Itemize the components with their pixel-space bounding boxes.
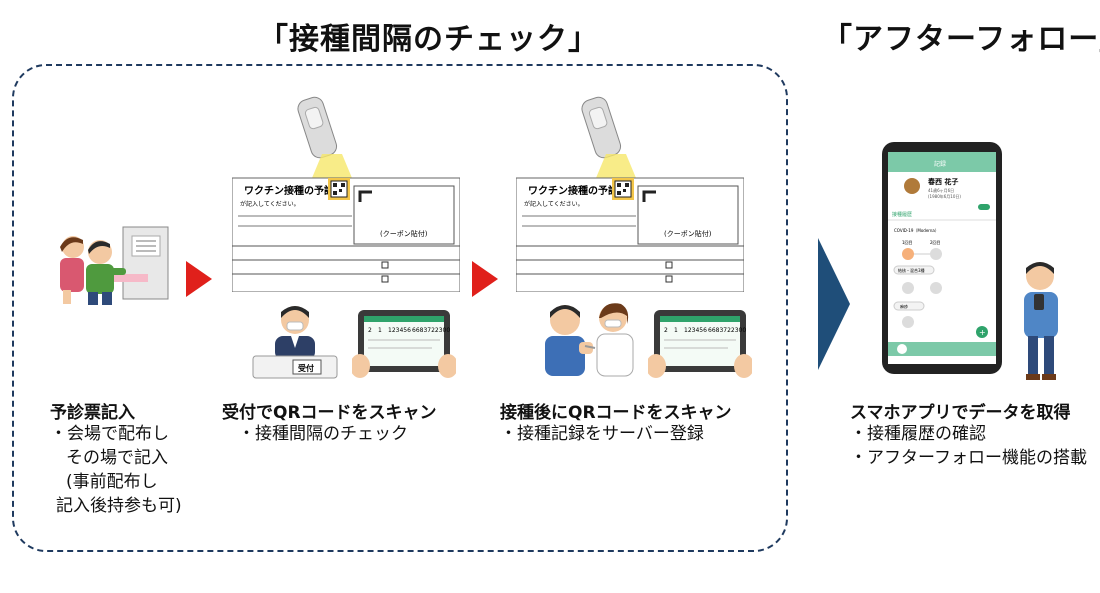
app-section-label: 接種履歴 xyxy=(892,211,912,218)
form-scan-illustration: ワクチン接種の予診票 が記入してください。 (クーポン貼付) xyxy=(516,96,744,292)
arrow-right-icon xyxy=(472,261,498,297)
app-dose2-label: 2回目 xyxy=(930,240,941,245)
form-title-text: ワクチン接種の予診票 xyxy=(244,184,344,197)
reception-sign-text: 受付 xyxy=(298,363,314,373)
step-4-title: スマホアプリでデータを取得 xyxy=(850,403,1071,423)
arrow-right-icon xyxy=(186,261,212,297)
step-2-title: 受付でQRコードをスキャン xyxy=(222,403,437,423)
tablet-value: 1 xyxy=(378,327,382,334)
app-dose1-label: 1回目 xyxy=(902,240,913,245)
section-title-check: 「接種間隔のチェック」 xyxy=(258,22,599,57)
app-user-age: 41歳6ヶ月6日 xyxy=(928,187,954,193)
step-4-line: ・アフターフォロー機能の搭載 xyxy=(850,448,1087,468)
form-title-text: ワクチン接種の予診票 xyxy=(528,184,628,197)
filling-form-illustration xyxy=(60,226,169,305)
tablet-value: 123456 xyxy=(388,327,411,334)
step-1-title: 予診票記入 xyxy=(50,403,135,423)
form-scan-illustration: ワクチン接種の予診票 が記入してください。 (クーポン貼付) xyxy=(232,96,460,292)
step-4-line: ・接種履歴の確認 xyxy=(850,424,986,444)
app-vaccine-label: COVID-19（Moderna） xyxy=(894,228,939,233)
man-with-phone-illustration xyxy=(1024,262,1058,380)
step-3-line: ・接種記録をサーバー登録 xyxy=(500,424,704,444)
tablet-value: 123456 xyxy=(684,327,707,334)
check-process-group xyxy=(12,64,788,552)
step-1-line: 記入後持参も可) xyxy=(56,496,182,516)
tablet-value: 2 xyxy=(664,327,668,334)
app-user-birthdate: (1980年6月10日) xyxy=(928,193,961,199)
app-user-name: 春西 花子 xyxy=(927,177,958,186)
tablet-value: 2 xyxy=(368,327,372,334)
step-1-line: ・会場で配布し xyxy=(50,424,169,444)
svg-text:+: + xyxy=(979,328,986,337)
step-2-line: ・接種間隔のチェック xyxy=(238,424,408,444)
chevron-right-icon xyxy=(818,238,850,370)
tablet-value: 6683722300 xyxy=(708,327,746,334)
app-chip-label: 結核・混合3種 xyxy=(898,267,925,273)
form-subtitle-text: が記入してください。 xyxy=(524,200,584,208)
app-chip-label: 麻疹 xyxy=(900,303,908,309)
app-header-title: 記録 xyxy=(934,160,946,168)
tablet-value: 1 xyxy=(674,327,678,334)
form-subtitle-text: が記入してください。 xyxy=(240,200,300,208)
coupon-label: (クーポン貼付) xyxy=(380,229,428,238)
step-3-title: 接種後にQRコードをスキャン xyxy=(500,403,732,423)
vaccination-illustration xyxy=(545,303,634,377)
reception-staff-illustration: 受付 xyxy=(252,306,338,379)
step-1-line: (事前配布し xyxy=(66,472,158,492)
coupon-label: (クーポン貼付) xyxy=(664,229,712,238)
step-1-line: その場で記入 xyxy=(66,448,168,468)
section-title-follow: 「アフターフォロー」 xyxy=(822,22,1100,57)
tablet-illustration: 2 1 123456 6683722300 xyxy=(648,310,752,378)
smartphone-app-illustration: 記録 春西 花子 41歳6ヶ月6日 (1980年6月10日) 接種履歴 COVI… xyxy=(882,142,1002,374)
tablet-illustration: 2 1 123456 6683722300 xyxy=(352,310,456,378)
tablet-value: 6683722300 xyxy=(412,327,450,334)
